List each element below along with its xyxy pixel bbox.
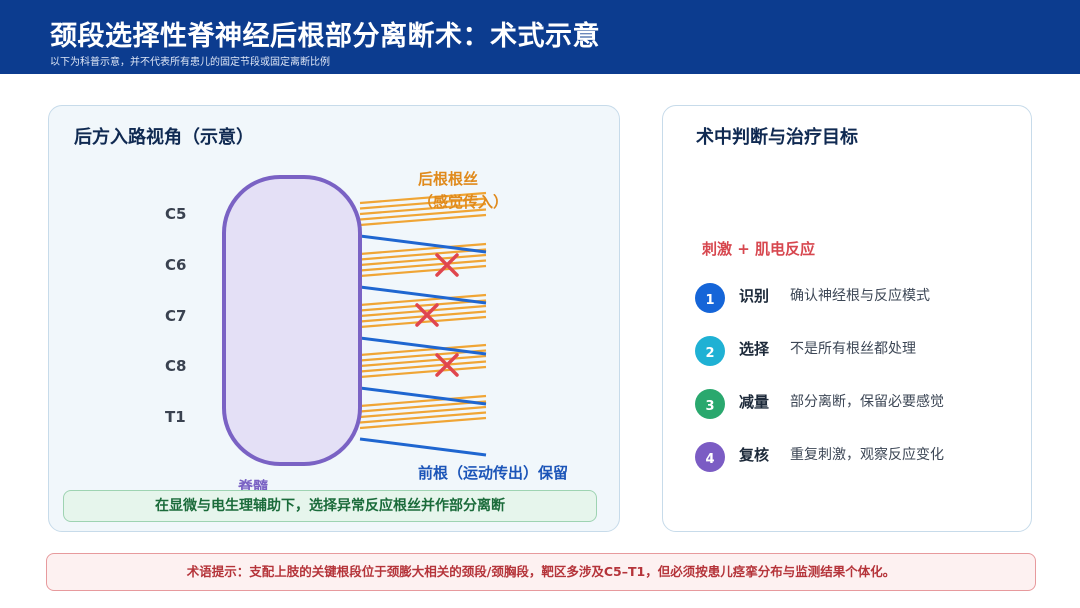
- dorsal-rootlet: [359, 213, 487, 227]
- step-description: 不是所有根丝都处理: [790, 341, 916, 357]
- dorsal-rootlet: [359, 242, 487, 256]
- dorsal-rootlet: [359, 208, 487, 221]
- level-label: C5: [165, 205, 186, 223]
- dorsal-rootlet: [359, 343, 487, 357]
- step-number-badge: 4: [695, 442, 725, 472]
- step-description: 重复刺激，观察反应变化: [790, 447, 944, 463]
- ventral-root-label: 前根（运动传出）保留: [418, 464, 568, 482]
- cross-mark-icon: [415, 303, 439, 327]
- header-bar: 颈段选择性脊神经后根部分离断术：术式示意 以下为科普示意，并不代表所有患儿的固定…: [0, 0, 1080, 74]
- ventral-root: [359, 386, 487, 406]
- step-label: 复核: [739, 446, 770, 464]
- dorsal-rootlet: [359, 310, 487, 323]
- dorsal-rootlet: [359, 197, 487, 210]
- step-item: 2 选择 不是所有根丝都处理: [695, 336, 1015, 366]
- dorsal-rootlet: [359, 253, 487, 267]
- level-label: C8: [165, 357, 186, 375]
- dorsal-rootlet: [359, 400, 487, 413]
- ventral-root: [359, 336, 487, 356]
- level-label: T1: [165, 408, 186, 426]
- emg-label: 刺激 + 肌电反应: [702, 240, 816, 258]
- page-subtitle: 以下为科普示意，并不代表所有患儿的固定节段或固定离断比例: [50, 57, 330, 68]
- posterior-view-title: 后方入路视角（示意）: [74, 127, 254, 148]
- spinal-cord-shape: [222, 175, 362, 466]
- dorsal-rootlet: [359, 202, 487, 216]
- level-label: C6: [165, 256, 186, 274]
- dorsal-rootlet: [359, 411, 487, 424]
- page-title: 颈段选择性脊神经后根部分离断术：术式示意: [50, 21, 600, 52]
- cut-marks-layer: [415, 253, 459, 377]
- step-item: 4 复核 重复刺激，观察反应变化: [695, 442, 1015, 472]
- level-label: C7: [165, 307, 186, 325]
- procedure-caption: 在显微与电生理辅助下，选择异常反应根丝并作部分离断: [63, 490, 597, 522]
- dorsal-rootlet-sublabel: （感觉传入）: [418, 193, 508, 211]
- dorsal-rootlet: [359, 365, 487, 379]
- cross-mark-icon: [435, 353, 459, 377]
- dorsal-rootlet: [359, 416, 487, 430]
- dorsal-rootlet-label: 后根根丝: [418, 170, 478, 188]
- step-label: 选择: [739, 340, 770, 358]
- dorsal-rootlet: [359, 259, 487, 272]
- step-number-badge: 3: [695, 389, 725, 419]
- dorsal-rootlet: [359, 264, 487, 278]
- intraop-title: 术中判断与治疗目标: [696, 127, 858, 148]
- dorsal-rootlet: [359, 394, 487, 408]
- step-item: 1 识别 确认神经根与反应模式: [695, 283, 1015, 313]
- ventral-root: [359, 437, 487, 457]
- dorsal-rootlet: [359, 191, 487, 205]
- rootlets-layer: [359, 191, 487, 457]
- step-label: 减量: [739, 393, 770, 411]
- step-number-badge: 1: [695, 283, 725, 313]
- dorsal-rootlet: [359, 360, 487, 373]
- dorsal-rootlet: [359, 299, 487, 312]
- cross-mark-icon: [435, 253, 459, 277]
- ventral-root: [359, 234, 487, 254]
- dorsal-rootlet: [359, 405, 487, 419]
- step-label: 识别: [739, 287, 770, 305]
- dorsal-rootlet: [359, 354, 487, 368]
- step-description: 确认神经根与反应模式: [790, 288, 930, 304]
- step-description: 部分离断，保留必要感觉: [790, 394, 944, 410]
- terminology-note: 术语提示：支配上肢的关键根段位于颈膨大相关的颈段/颈胸段，靶区多涉及C5–T1，…: [46, 553, 1036, 591]
- dorsal-rootlet: [359, 293, 487, 307]
- step-item: 3 减量 部分离断，保留必要感觉: [695, 389, 1015, 419]
- dorsal-rootlet: [359, 315, 487, 329]
- dorsal-rootlet: [359, 248, 487, 261]
- ventral-root: [359, 285, 487, 305]
- step-number-badge: 2: [695, 336, 725, 366]
